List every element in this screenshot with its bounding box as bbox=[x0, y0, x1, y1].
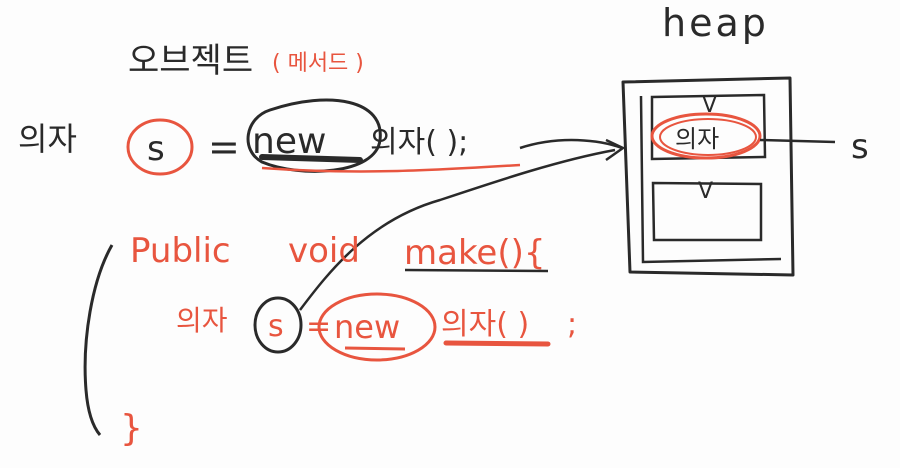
method-constructor-underline bbox=[443, 340, 551, 347]
heap-object-label: 의자 bbox=[675, 125, 719, 153]
heap-object-highlight bbox=[650, 112, 762, 160]
declaration-type: 의자 bbox=[18, 120, 77, 158]
heading-note: ( 메서드 ) bbox=[272, 51, 364, 76]
declaration-var: s bbox=[147, 129, 165, 169]
heap-inner-border bbox=[639, 95, 782, 264]
heap-reference-label: s bbox=[851, 127, 869, 167]
method-new-circle bbox=[317, 292, 437, 362]
declaration-constructor: 의자( ); bbox=[370, 125, 468, 160]
method-constructor: 의자( ) bbox=[441, 307, 529, 342]
heap-region: heap V 의자 V s bbox=[621, 1, 869, 277]
heap-slot-empty bbox=[651, 181, 763, 242]
arrow-head bbox=[605, 138, 625, 162]
arrow-to-heap bbox=[519, 138, 623, 150]
method-keyword: new bbox=[334, 308, 400, 346]
method-close-brace: } bbox=[120, 408, 143, 449]
method-new-underline bbox=[344, 346, 406, 351]
heap-title: heap bbox=[662, 1, 769, 45]
reference-arrows bbox=[299, 138, 625, 311]
heap-slot-mark-2: V bbox=[698, 179, 713, 204]
heap-slot-mark-1: V bbox=[702, 93, 717, 118]
declaration-equals: = bbox=[208, 125, 240, 169]
declaration-line: 의자 s = new 의자( ); bbox=[18, 98, 521, 176]
heap-reference-line bbox=[759, 138, 836, 144]
method-semicolon: ; bbox=[567, 307, 577, 342]
method-bracket bbox=[83, 244, 114, 436]
declaration-var-circle bbox=[126, 118, 194, 176]
method-name-underline bbox=[404, 268, 549, 273]
method-type: 의자 bbox=[176, 304, 228, 337]
method-public: Public bbox=[130, 231, 231, 271]
method-var: s bbox=[268, 309, 284, 344]
method-var-circle bbox=[253, 296, 303, 354]
heading: 오브젝트 ( 메서드 ) bbox=[128, 41, 364, 81]
declaration-red-underline bbox=[261, 163, 521, 173]
heap-outer-box bbox=[621, 76, 795, 277]
declaration-new-circle bbox=[246, 98, 382, 173]
heading-title: 오브젝트 bbox=[128, 41, 253, 81]
curve-from-method-var bbox=[299, 148, 616, 311]
method-block: Public void make(){ 의자 s = new 의자( ) ; } bbox=[83, 231, 577, 449]
heap-object-highlight-2 bbox=[659, 118, 757, 156]
method-name: make(){ bbox=[404, 233, 546, 273]
method-void: void bbox=[288, 231, 360, 271]
declaration-new-underline bbox=[259, 154, 363, 163]
